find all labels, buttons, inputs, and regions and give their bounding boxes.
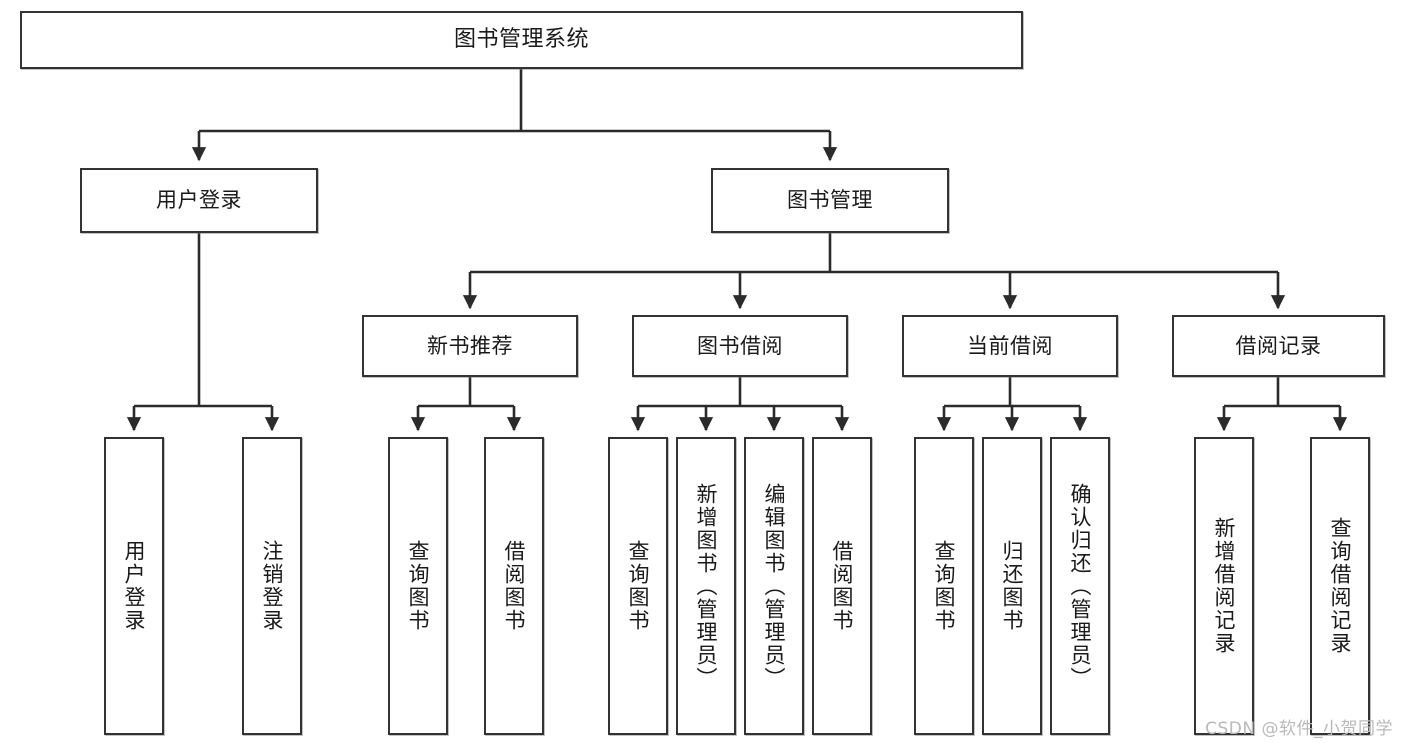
- node-leaf-borrow-book-1[interactable]: 借阅图书: [484, 437, 544, 735]
- node-label: 归还图书: [1000, 540, 1025, 632]
- node-leaf-confirm-return[interactable]: 确认归还（管理员）: [1050, 437, 1110, 735]
- node-book-management[interactable]: 图书管理: [711, 168, 949, 233]
- node-label: 注销登录: [260, 540, 285, 632]
- node-root-book-management-system[interactable]: 图书管理系统: [20, 11, 1023, 69]
- node-leaf-logout-login[interactable]: 注销登录: [242, 437, 302, 735]
- node-leaf-query-book-3[interactable]: 查询图书: [914, 437, 974, 735]
- node-new-book-recommend[interactable]: 新书推荐: [362, 315, 578, 377]
- node-label: 借阅图书: [502, 540, 527, 632]
- node-leaf-add-borrow-record[interactable]: 新增借阅记录: [1194, 437, 1254, 735]
- node-label: 查询图书: [406, 540, 431, 632]
- node-borrow-record[interactable]: 借阅记录: [1172, 315, 1385, 377]
- node-label: 新增图书（管理员）: [694, 482, 719, 690]
- node-leaf-query-book-2[interactable]: 查询图书: [608, 437, 668, 735]
- node-label: 用户登录: [156, 188, 242, 213]
- node-label: 新书推荐: [427, 333, 513, 358]
- node-leaf-edit-book[interactable]: 编辑图书（管理员）: [744, 437, 804, 735]
- node-current-borrow[interactable]: 当前借阅: [902, 315, 1118, 377]
- node-label: 借阅图书: [830, 540, 855, 632]
- node-label: 查询图书: [626, 540, 651, 632]
- node-leaf-return-book[interactable]: 归还图书: [982, 437, 1042, 735]
- node-leaf-add-book[interactable]: 新增图书（管理员）: [676, 437, 736, 735]
- node-label: 用户登录: [122, 540, 147, 632]
- node-label: 图书借阅: [697, 333, 783, 358]
- watermark: CSDN @软件_小贺同学: [1205, 719, 1393, 739]
- node-leaf-query-book-1[interactable]: 查询图书: [388, 437, 448, 735]
- node-user-login[interactable]: 用户登录: [80, 168, 318, 233]
- node-label: 借阅记录: [1235, 333, 1322, 358]
- node-leaf-borrow-book-2[interactable]: 借阅图书: [812, 437, 872, 735]
- node-label: 编辑图书（管理员）: [762, 482, 787, 690]
- node-label: 当前借阅: [967, 333, 1053, 358]
- node-label: 确认归还（管理员）: [1068, 482, 1093, 690]
- node-label: 查询图书: [932, 540, 957, 632]
- node-leaf-query-borrow-record[interactable]: 查询借阅记录: [1310, 437, 1370, 735]
- node-book-borrow[interactable]: 图书借阅: [632, 315, 848, 377]
- node-label: 新增借阅记录: [1212, 517, 1237, 655]
- node-leaf-user-login[interactable]: 用户登录: [104, 437, 164, 735]
- node-label: 图书管理: [787, 188, 873, 213]
- node-label: 图书管理系统: [453, 27, 589, 53]
- node-label: 查询借阅记录: [1328, 517, 1353, 655]
